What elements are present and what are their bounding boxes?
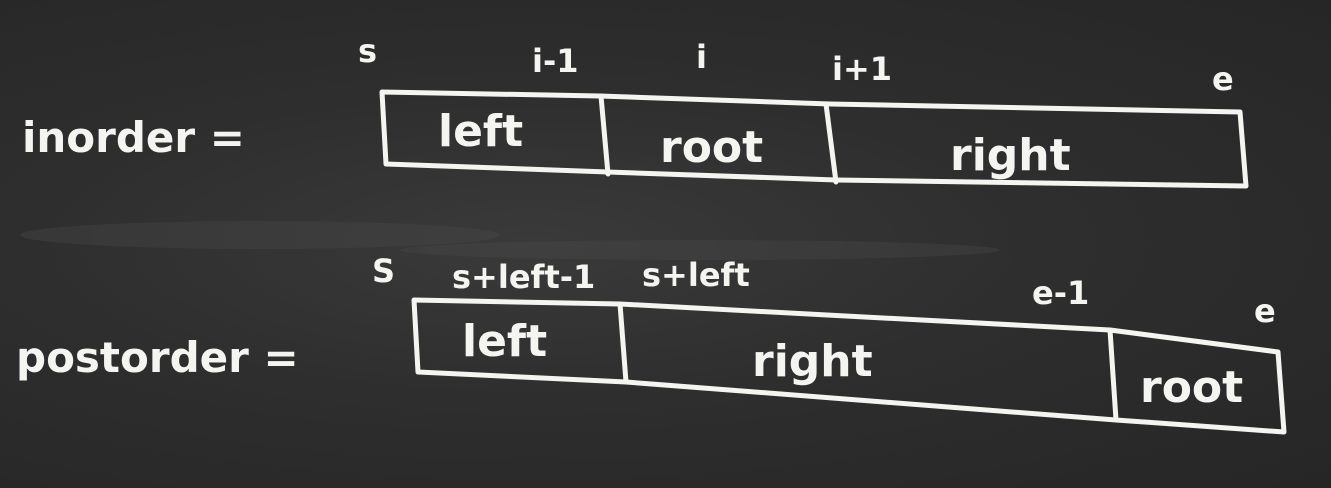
- inorder-index-i-minus-1: i-1: [532, 42, 579, 80]
- inorder-index-i: i: [696, 38, 707, 76]
- inorder-index-e: e: [1212, 60, 1234, 98]
- postorder-array-outline: [411, 297, 1287, 435]
- postorder-index-s-left: s+left: [642, 256, 750, 294]
- inorder-index-i-plus-1: i+1: [832, 50, 892, 88]
- inorder-segment-right: right: [950, 130, 1071, 181]
- postorder-segment-root: root: [1140, 362, 1243, 413]
- inorder-divider-left-root: [598, 93, 611, 177]
- postorder-divider-right-root: [1107, 327, 1119, 423]
- inorder-array-outline: [379, 89, 1249, 189]
- inorder-index-s: s: [358, 32, 377, 70]
- postorder-row-label: postorder =: [16, 333, 299, 382]
- postorder-index-s: S: [372, 252, 395, 290]
- postorder-index-e-minus-1: e-1: [1032, 274, 1089, 312]
- inorder-divider-root-right: [823, 101, 839, 185]
- chalk-smudge: [400, 240, 1000, 260]
- postorder-segment-left: left: [462, 316, 547, 367]
- chalk-smudge: [20, 221, 500, 249]
- postorder-index-s-left-minus-1: s+left-1: [452, 258, 595, 296]
- inorder-row-label: inorder =: [22, 113, 245, 162]
- inorder-segment-root: root: [660, 122, 763, 173]
- postorder-divider-left-right: [617, 301, 629, 385]
- postorder-index-e: e: [1254, 292, 1276, 330]
- inorder-segment-left: left: [438, 106, 523, 157]
- postorder-segment-right: right: [752, 336, 873, 387]
